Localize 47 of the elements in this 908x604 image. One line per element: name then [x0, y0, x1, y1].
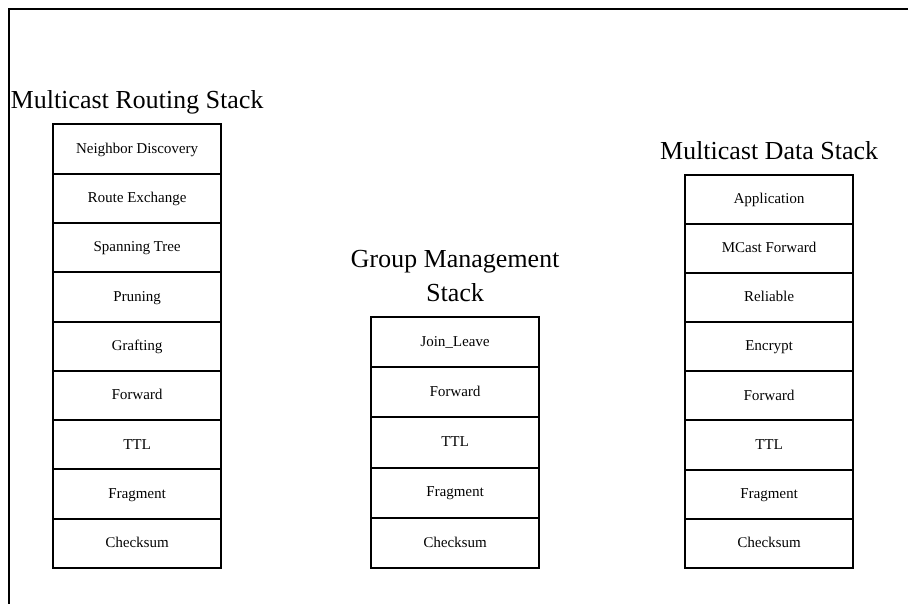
layer-label: Grafting [112, 336, 162, 356]
layer-label: Checksum [737, 534, 801, 554]
layer-label: Reliable [744, 288, 794, 308]
layer-label: Join_Leave [420, 332, 490, 352]
layer-label: Encrypt [745, 337, 793, 356]
layer-label: Spanning Tree [93, 238, 181, 258]
layer-box [684, 372, 854, 422]
layer-box [370, 468, 540, 519]
stack-title: Group Management Stack [350, 243, 560, 310]
layer-box [684, 224, 854, 274]
layer-label: Route Exchange [88, 189, 186, 208]
layer-label: Checksum [105, 534, 169, 554]
layer-label: Neighbor Discovery [76, 140, 198, 159]
layer-box [52, 322, 222, 372]
stack-title: Multicast Routing Stack [10, 84, 264, 116]
layer-box [52, 421, 222, 470]
layer-label: Fragment [740, 484, 798, 504]
layer-label: Fragment [108, 484, 166, 504]
layer-label: Fragment [426, 483, 484, 502]
layer-box [52, 174, 222, 224]
layer-label: TTL [755, 436, 783, 455]
layer-box [684, 520, 854, 569]
layer-label: TTL [123, 436, 151, 454]
layer-box [370, 418, 540, 469]
layer-box [684, 470, 854, 520]
layer-label: TTL [441, 433, 469, 452]
layer-label: Forward [430, 383, 480, 402]
layer-box [370, 518, 540, 569]
layer-label: Application [734, 190, 804, 209]
layer-label: MCast Forward [722, 239, 816, 258]
layer-box [52, 520, 222, 569]
stack-title: Multicast Data Stack [660, 134, 878, 166]
layer-box [52, 372, 222, 422]
layer-box [370, 318, 540, 368]
layer-label: Pruning [113, 288, 161, 307]
layer-box [52, 470, 222, 520]
layer-label: Forward [112, 386, 162, 406]
layer-box [52, 125, 222, 175]
layer-box [684, 176, 854, 225]
layer-box [52, 224, 222, 274]
layer-box [370, 368, 540, 418]
layer-box [684, 323, 854, 372]
layer-box [684, 421, 854, 471]
layer-label: Checksum [423, 534, 487, 553]
layer-label: Forward [744, 386, 794, 406]
layer-box [52, 273, 222, 323]
layer-box [684, 274, 854, 324]
